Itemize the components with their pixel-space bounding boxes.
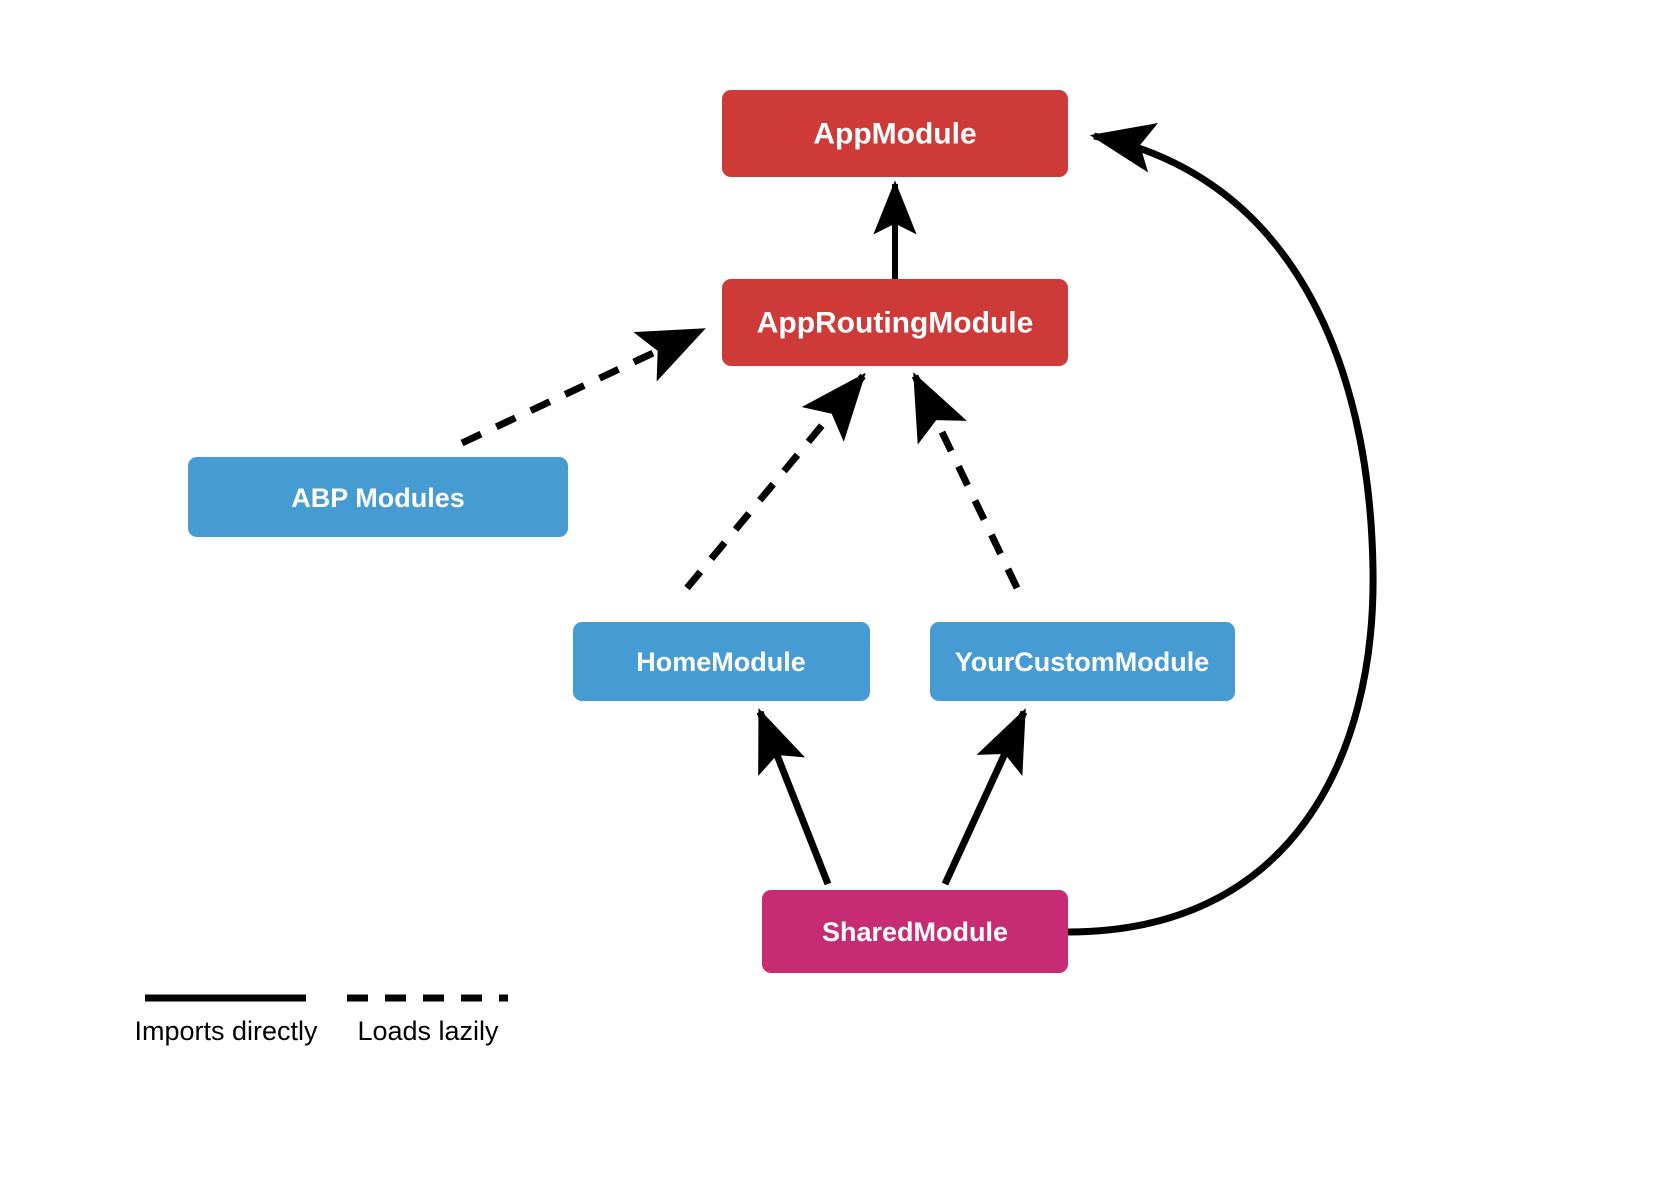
edge-abp-modules-to-app-routing [460,326,706,447]
nodes-layer: AppModule AppRoutingModule ABP Modules H… [188,90,1235,973]
node-shared-module[interactable]: SharedModule [762,890,1068,973]
legend: Imports directly Loads lazily [134,994,508,1046]
edge-shared-module-to-your-custom-module [941,708,1028,886]
node-shared-module-box[interactable] [762,890,1068,973]
edge-home-module-to-app-routing [684,372,866,591]
node-app-module[interactable]: AppModule [722,90,1068,177]
node-app-routing-module[interactable]: AppRoutingModule [722,279,1068,366]
edges-layer [460,123,1377,936]
legend-item-loads-lazily: Loads lazily [347,994,508,1046]
node-app-module-box[interactable] [722,90,1068,177]
legend-item-imports-directly: Imports directly [134,994,318,1046]
node-home-module-box[interactable] [573,622,870,701]
edge-shared-module-to-home-module [756,708,832,886]
node-abp-modules-label: ABP Modules [291,483,465,513]
node-app-routing-module-label: AppRoutingModule [757,307,1034,340]
node-your-custom-module-box[interactable] [930,622,1235,701]
node-app-routing-module-box[interactable] [722,279,1068,366]
legend-imports-directly-label: Imports directly [134,1016,318,1046]
node-home-module[interactable]: HomeModule [573,622,870,701]
edge-shared-module-to-app-module [1067,123,1377,936]
node-abp-modules-box[interactable] [188,457,568,537]
edge-your-custom-module-to-app-routing [911,372,1021,590]
node-abp-modules[interactable]: ABP Modules [188,457,568,537]
node-shared-module-label: SharedModule [822,917,1008,947]
legend-loads-lazily-label: Loads lazily [357,1016,499,1046]
node-your-custom-module[interactable]: YourCustomModule [930,622,1235,701]
node-app-module-label: AppModule [813,118,976,151]
node-your-custom-module-label: YourCustomModule [955,647,1209,677]
node-home-module-label: HomeModule [636,647,806,677]
